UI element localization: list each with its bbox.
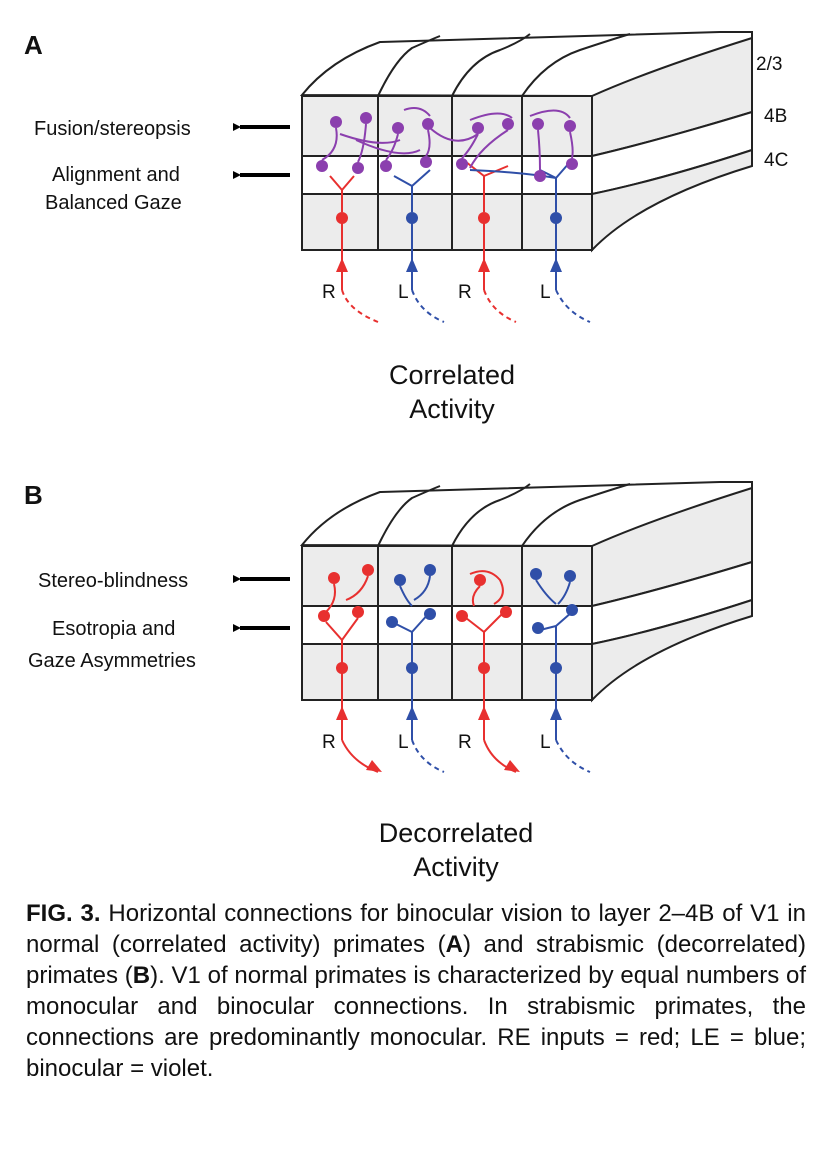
- panel-a-inputs: [329, 161, 591, 323]
- panel-b-block: [299, 481, 753, 703]
- eye-label-a-3: R: [458, 282, 472, 303]
- layer-label-2-3: 2/3: [756, 54, 783, 75]
- eye-label-b-1: R: [322, 732, 336, 753]
- caption-a: A: [445, 931, 463, 958]
- eye-label-a-2: L: [398, 282, 409, 303]
- caption-text-3: ). V1 of normal primates is characterize…: [26, 962, 806, 1082]
- cortex-diagram: [233, 31, 753, 773]
- label-fusion-stereopsis: Fusion/stereopsis: [34, 118, 191, 140]
- label-gaze-asymmetries: Gaze Asymmetries: [28, 650, 196, 672]
- panel-a-binocular: [316, 107, 578, 182]
- layer-label-4c: 4C: [764, 150, 789, 171]
- activity-a-line2: Activity: [409, 394, 495, 424]
- panel-b-letter: B: [24, 480, 43, 510]
- caption-fig-label: FIG. 3.: [26, 900, 101, 927]
- eye-label-a-1: R: [322, 282, 336, 303]
- label-balanced-gaze: Balanced Gaze: [45, 192, 182, 214]
- figure-caption: FIG. 3. Horizontal connections for binoc…: [26, 898, 806, 1084]
- eye-label-b-3: R: [458, 732, 472, 753]
- panel-b-monocular: [318, 564, 591, 773]
- caption-b: B: [132, 962, 151, 989]
- activity-b-line2: Activity: [413, 852, 499, 882]
- eye-label-b-2: L: [398, 732, 409, 753]
- eye-label-a-4: L: [540, 282, 551, 303]
- activity-label-b: Decorrelated Activity: [346, 816, 566, 884]
- label-alignment: Alignment and: [52, 164, 180, 186]
- caption-text-2: ) and strabismic (decorrelated) primates…: [26, 931, 807, 989]
- activity-label-a: Correlated Activity: [342, 358, 562, 426]
- label-esotropia: Esotropia and: [52, 618, 176, 640]
- eye-label-b-4: L: [540, 732, 551, 753]
- panel-a-letter: A: [24, 30, 43, 60]
- activity-a-line1: Correlated: [388, 360, 516, 390]
- label-stereo-blindness: Stereo-blindness: [38, 570, 189, 592]
- activity-b-line1: Decorrelated: [378, 818, 534, 848]
- layer-label-4b: 4B: [764, 106, 788, 127]
- caption-text-1: Horizontal connections for binocular vis…: [26, 900, 806, 958]
